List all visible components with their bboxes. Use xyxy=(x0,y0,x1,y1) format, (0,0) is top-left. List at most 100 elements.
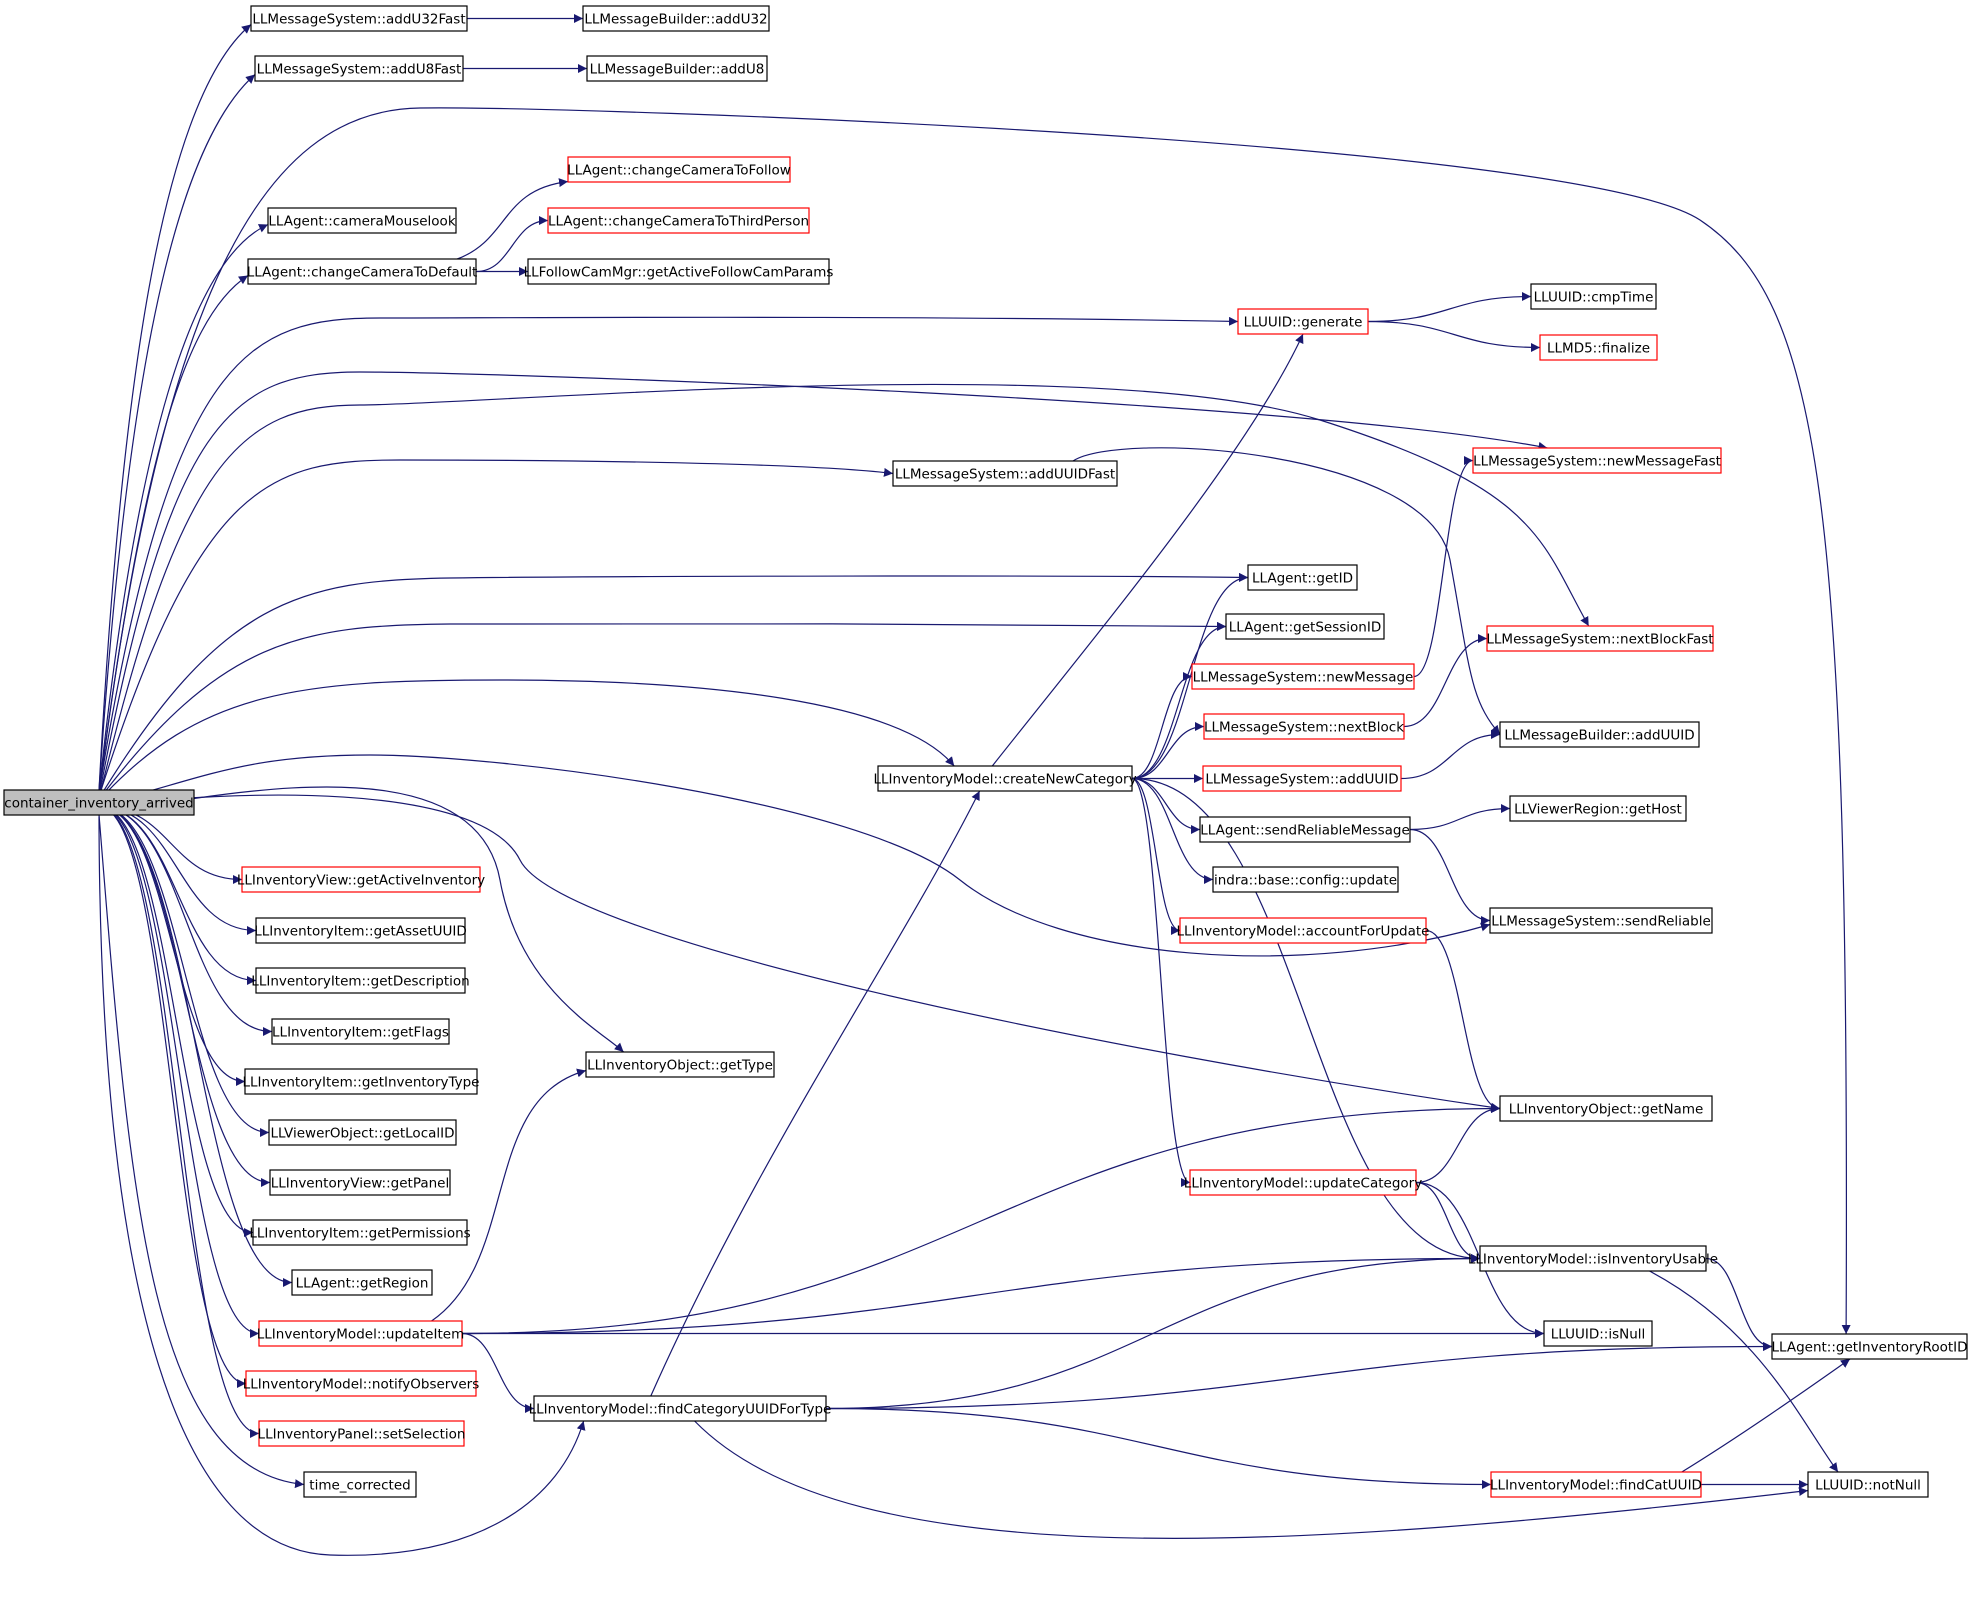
node-n45[interactable]: LLInventoryModel::findCategoryUUIDForTyp… xyxy=(529,1395,832,1422)
node-n42[interactable]: LLUUID::isNull xyxy=(1543,1320,1653,1347)
node-label: indra::base::config::update xyxy=(1214,873,1397,889)
node-box xyxy=(586,55,768,82)
node-n24[interactable]: LLAgent::sendReliableMessage xyxy=(1199,816,1411,843)
node-n29[interactable]: LLMessageSystem::sendReliable xyxy=(1489,907,1713,934)
node-box xyxy=(1191,663,1415,690)
node-n7[interactable]: LLAgent::changeCameraToThirdPerson xyxy=(547,207,810,234)
edge-root-to-n45 xyxy=(98,816,586,1556)
node-n43[interactable]: LLAgent::getInventoryRootID xyxy=(1771,1333,1968,1360)
node-n22[interactable]: LLMessageSystem::addUUID xyxy=(1202,765,1402,792)
node-label: LLMessageBuilder::addUUID xyxy=(1504,728,1694,744)
node-n31[interactable]: LLInventoryItem::getFlags xyxy=(271,1018,450,1045)
node-n30[interactable]: LLInventoryItem::getDescription xyxy=(251,967,470,994)
edge-root-to-n6 xyxy=(98,223,269,793)
node-n17[interactable]: LLMessageSystem::nextBlockFast xyxy=(1486,625,1714,652)
node-label: LLInventoryItem::getPermissions xyxy=(249,1226,470,1242)
edge-n24-to-n29 xyxy=(1409,828,1491,925)
node-n37[interactable]: LLInventoryModel::updateCategory xyxy=(1184,1169,1422,1196)
node-n21[interactable]: LLInventoryModel::createNewCategory xyxy=(873,765,1137,792)
node-n26[interactable]: indra::base::config::update xyxy=(1212,866,1399,893)
node-label: LLInventoryItem::getAssetUUID xyxy=(254,924,467,940)
node-box xyxy=(267,207,457,234)
edge-root-to-n46 xyxy=(98,805,260,1438)
edge-root-to-n36 xyxy=(98,805,271,1187)
node-n23[interactable]: LLViewerRegion::getHost xyxy=(1509,795,1687,822)
node-label: LLInventoryModel::accountForUpdate xyxy=(1177,924,1430,940)
node-n11[interactable]: LLUUID::cmpTime xyxy=(1530,283,1657,310)
node-n3[interactable]: LLMessageSystem::addU8Fast xyxy=(254,55,464,82)
node-n25[interactable]: LLInventoryView::getActiveInventory xyxy=(237,866,485,893)
edge-n45-to-n39 xyxy=(825,1254,1481,1410)
node-label: LLInventoryItem::getFlags xyxy=(272,1025,449,1041)
node-n32[interactable]: LLInventoryObject::getType xyxy=(585,1051,775,1078)
node-n34[interactable]: LLInventoryObject::getName xyxy=(1499,1095,1713,1122)
edge-layer xyxy=(98,14,1851,1556)
node-box xyxy=(3,789,195,816)
node-n40[interactable]: LLAgent::getRegion xyxy=(291,1269,433,1296)
node-box xyxy=(1212,866,1399,893)
node-layer: container_inventory_arrivedLLMessageSyst… xyxy=(3,5,1968,1498)
node-n6[interactable]: LLAgent::cameraMouselook xyxy=(267,207,457,234)
node-n39[interactable]: LLInventoryModel::isInventoryUsable xyxy=(1468,1245,1718,1272)
node-box xyxy=(255,967,466,994)
node-n14[interactable]: LLMessageSystem::addUUIDFast xyxy=(892,460,1118,487)
edge-n19-to-n17 xyxy=(1403,634,1488,728)
node-label: LLMessageSystem::newMessage xyxy=(1193,670,1414,686)
node-n19[interactable]: LLMessageSystem::nextBlock xyxy=(1203,713,1405,740)
node-n47[interactable]: time_corrected xyxy=(303,1471,417,1498)
node-n35[interactable]: LLViewerObject::getLocalID xyxy=(268,1119,457,1146)
node-n33[interactable]: LLInventoryItem::getInventoryType xyxy=(242,1068,480,1095)
node-label: LLUUID::generate xyxy=(1244,315,1363,331)
node-root[interactable]: container_inventory_arrived xyxy=(3,789,195,816)
node-n12[interactable]: LLMD5::finalize xyxy=(1539,334,1658,361)
node-label: LLInventoryObject::getType xyxy=(587,1058,773,1074)
node-n44[interactable]: LLInventoryModel::notifyObservers xyxy=(243,1370,479,1397)
node-label: LLInventoryModel::createNewCategory xyxy=(873,772,1136,788)
edge-root-to-n13 xyxy=(98,371,1548,797)
node-n5[interactable]: LLAgent::changeCameraToFollow xyxy=(567,156,791,183)
node-n18[interactable]: LLMessageSystem::newMessage xyxy=(1191,663,1415,690)
edge-n41-to-n32 xyxy=(431,1068,587,1322)
node-label: LLAgent::changeCameraToFollow xyxy=(567,163,791,179)
edge-n21-to-n24 xyxy=(1131,777,1201,834)
node-label: LLUUID::notNull xyxy=(1815,1478,1921,1494)
node-label: LLMessageSystem::sendReliable xyxy=(1491,914,1711,930)
node-box xyxy=(254,55,464,82)
node-n27[interactable]: LLInventoryItem::getAssetUUID xyxy=(254,917,467,944)
node-n36[interactable]: LLInventoryView::getPanel xyxy=(269,1169,451,1196)
node-n16[interactable]: LLAgent::getSessionID xyxy=(1225,613,1385,640)
node-box xyxy=(258,1320,463,1347)
node-n2[interactable]: LLMessageBuilder::addU32 xyxy=(582,5,770,32)
node-n8[interactable]: LLAgent::changeCameraToDefault xyxy=(247,258,478,285)
node-n49[interactable]: LLUUID::notNull xyxy=(1807,1471,1929,1498)
edge-root-to-n34 xyxy=(98,794,1501,1112)
edge-n39-to-n43 xyxy=(1705,1257,1773,1351)
node-n1[interactable]: LLMessageSystem::addU32Fast xyxy=(250,5,468,32)
node-n38[interactable]: LLInventoryItem::getPermissions xyxy=(249,1219,471,1246)
node-n4[interactable]: LLMessageBuilder::addU8 xyxy=(586,55,768,82)
node-n13[interactable]: LLMessageSystem::newMessageFast xyxy=(1472,447,1722,474)
node-label: LLInventoryModel::updateItem xyxy=(257,1327,464,1343)
node-n15[interactable]: LLAgent::getID xyxy=(1247,564,1358,591)
node-n46[interactable]: LLInventoryPanel::setSelection xyxy=(258,1420,466,1447)
node-label: LLInventoryModel::findCategoryUUIDForTyp… xyxy=(529,1402,832,1418)
node-label: LLMessageSystem::addUUID xyxy=(1205,772,1398,788)
node-label: LLAgent::getRegion xyxy=(296,1276,429,1292)
node-label: LLViewerRegion::getHost xyxy=(1514,802,1682,818)
node-box xyxy=(1499,1095,1713,1122)
node-box xyxy=(1189,1169,1417,1196)
node-n10[interactable]: LLUUID::generate xyxy=(1237,308,1369,335)
edge-n21-to-n18 xyxy=(1131,672,1193,780)
node-box xyxy=(291,1269,433,1296)
node-n48[interactable]: LLInventoryModel::findCatUUID xyxy=(1490,1471,1702,1498)
node-n9[interactable]: LLFollowCamMgr::getActiveFollowCamParams xyxy=(524,258,834,285)
node-label: LLAgent::getSessionID xyxy=(1229,620,1381,636)
node-n41[interactable]: LLInventoryModel::updateItem xyxy=(257,1320,464,1347)
edge-n45-to-n49 xyxy=(694,1420,1809,1539)
node-n20[interactable]: LLMessageBuilder::addUUID xyxy=(1499,721,1700,748)
edge-n22-to-n20 xyxy=(1400,730,1501,780)
node-label: LLInventoryModel::findCatUUID xyxy=(1490,1478,1702,1494)
node-n28[interactable]: LLInventoryModel::accountForUpdate xyxy=(1177,917,1430,944)
edge-n14-to-n20 xyxy=(1072,447,1501,735)
